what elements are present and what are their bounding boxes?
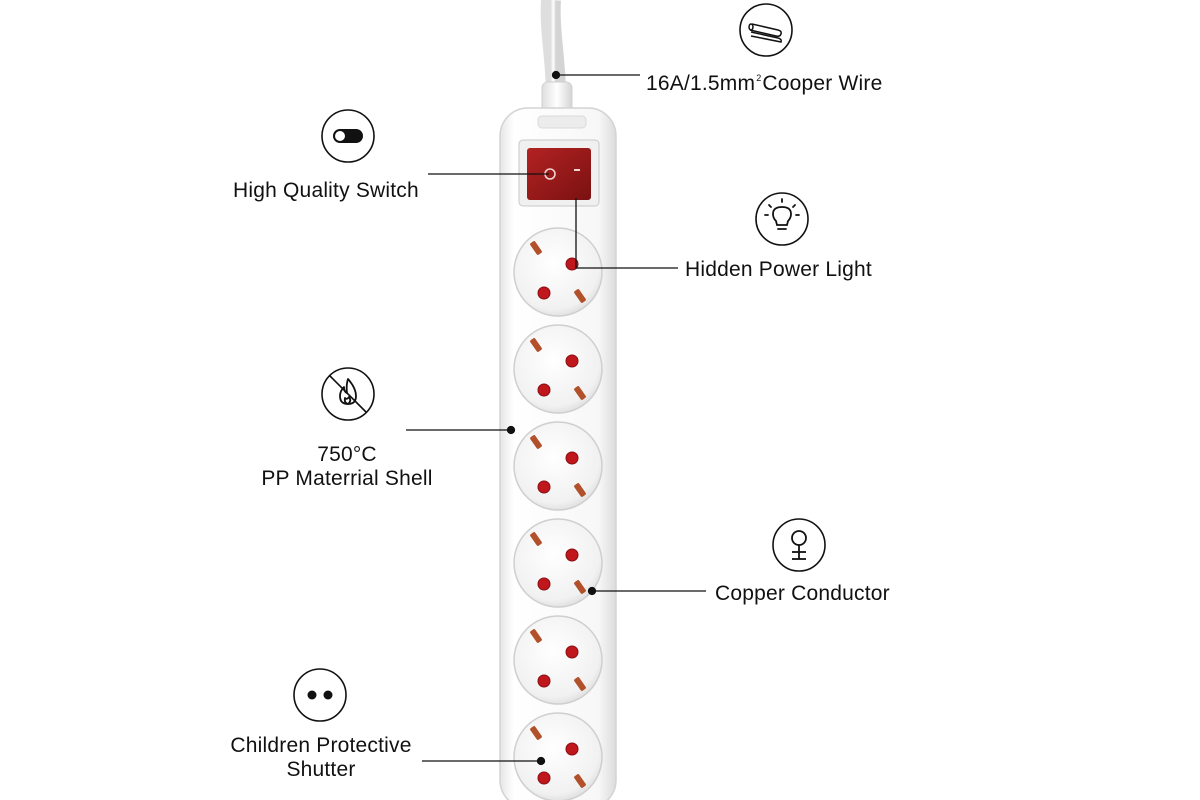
- earth-clip: [574, 386, 586, 400]
- power-cord: [540, 0, 573, 113]
- earth-clip: [574, 483, 586, 497]
- wire-label: 16A/1.5mm2Cooper Wire: [646, 72, 883, 95]
- shell-label: 750°C PP Materrial Shell: [247, 443, 447, 491]
- rocker-switch: [518, 139, 600, 207]
- earth-clip: [530, 629, 542, 643]
- earth-clip: [530, 532, 542, 546]
- earth-clip: [530, 241, 542, 255]
- pin-hole: [537, 286, 551, 300]
- conductor-label: Copper Conductor: [715, 582, 890, 605]
- earth-clip: [530, 435, 542, 449]
- socket-outlet: [513, 324, 603, 414]
- pin-hole: [565, 451, 579, 465]
- copper-symbol-icon: [771, 517, 827, 573]
- shell-temp-text: 750°C: [317, 443, 377, 466]
- earth-clip: [574, 774, 586, 788]
- shell-material-text: PP Materrial Shell: [261, 467, 433, 490]
- switch-label: High Quality Switch: [233, 179, 419, 202]
- pin-hole: [565, 548, 579, 562]
- earth-clip: [530, 338, 542, 352]
- pin-hole: [565, 257, 579, 271]
- shutter-label: Children Protective Shutter: [210, 734, 432, 782]
- socket-outlet: [513, 712, 603, 800]
- no-fire-icon: [320, 366, 376, 422]
- socket-outlet: [513, 421, 603, 511]
- toggle-switch-icon: [320, 108, 376, 164]
- socket-column: [513, 227, 603, 800]
- shutter-line-1: Children Protective: [230, 734, 412, 757]
- pin-hole: [565, 354, 579, 368]
- pin-hole: [537, 480, 551, 494]
- earth-clip: [574, 677, 586, 691]
- lightbulb-icon: [754, 191, 810, 247]
- pin-hole: [565, 645, 579, 659]
- power-light-label: Hidden Power Light: [685, 258, 872, 281]
- earth-clip: [574, 289, 586, 303]
- pin-hole: [537, 674, 551, 688]
- socket-outlet: [513, 518, 603, 608]
- leader-lines: [406, 70, 706, 766]
- earth-clip: [574, 580, 586, 594]
- shutter-dots-icon: [292, 667, 348, 723]
- socket-outlet: [513, 615, 603, 705]
- pin-hole: [565, 742, 579, 756]
- wire-icon: [738, 2, 794, 58]
- socket-outlet: [513, 227, 603, 317]
- pin-hole: [537, 771, 551, 785]
- pin-hole: [537, 577, 551, 591]
- pin-hole: [537, 383, 551, 397]
- earth-clip: [530, 726, 542, 740]
- shutter-line-2: Shutter: [286, 758, 356, 781]
